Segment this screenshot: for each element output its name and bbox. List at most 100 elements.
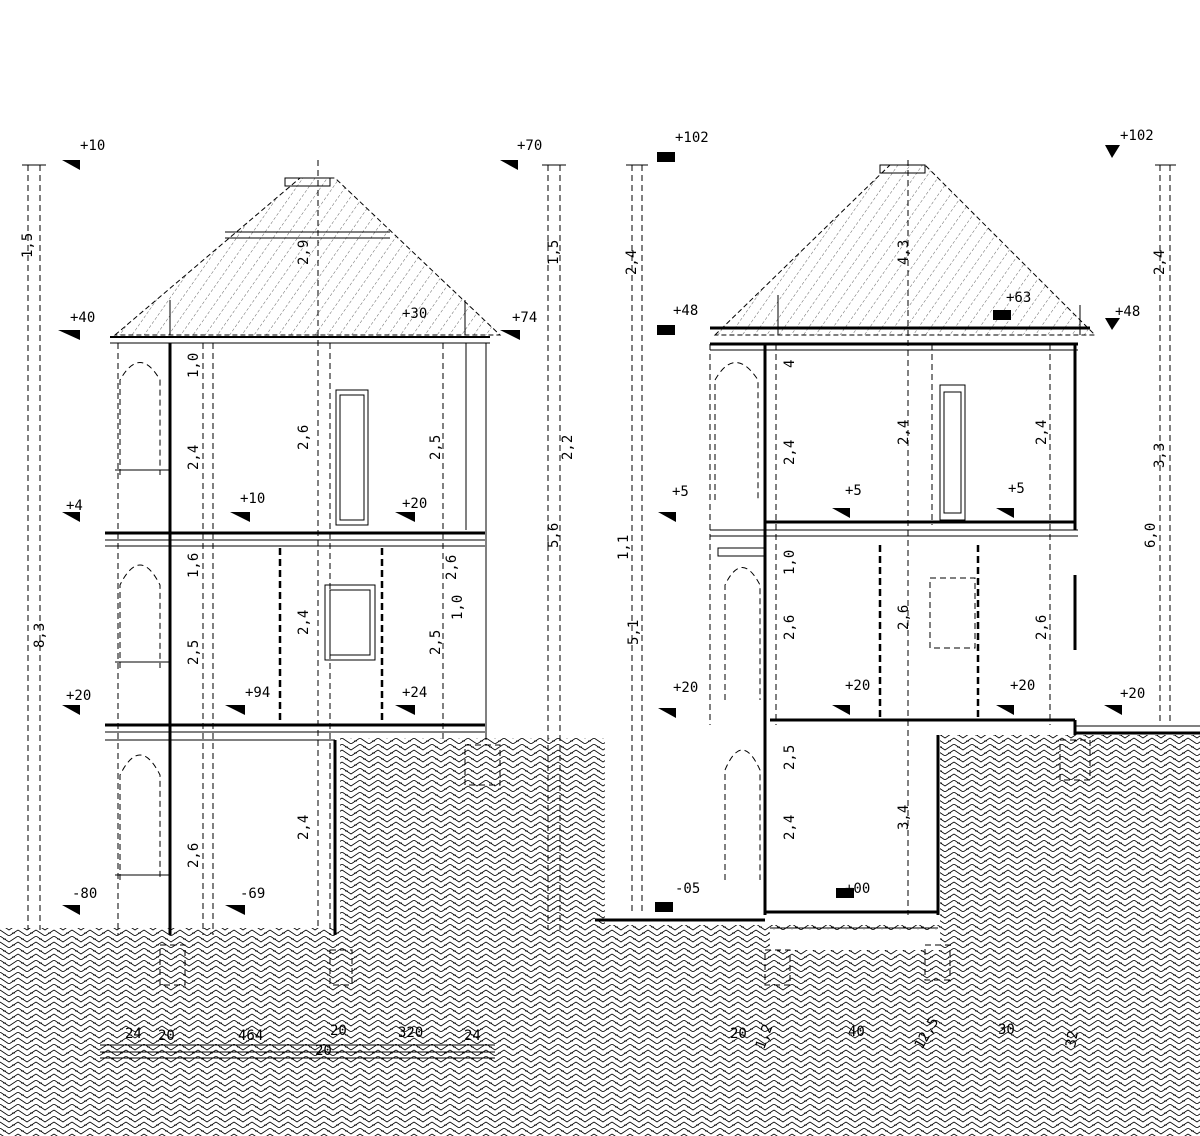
room-dim: 2,5 xyxy=(428,630,444,655)
room-dim: 4 xyxy=(782,360,798,368)
left-level-labels: +10 +70 +40 +30 +74 +4 +10 +20 +94 +24 +… xyxy=(66,138,542,902)
left-section xyxy=(22,160,566,1059)
room-dim: 1,0 xyxy=(782,550,798,575)
level-label: +30 xyxy=(402,306,427,322)
room-dim: 2,9 xyxy=(296,240,312,265)
right-arch-window-3 xyxy=(724,749,761,880)
bottom-dim: 24 xyxy=(125,1026,142,1042)
room-dim: 1,0 xyxy=(450,595,466,620)
room-dim: 4,3 xyxy=(896,240,912,265)
room-dim: 2,6 xyxy=(296,425,312,450)
left-cabinet-middle xyxy=(324,584,376,661)
dim-label: 3,3 xyxy=(1152,443,1168,468)
ground-hatching xyxy=(0,735,1200,1136)
dim-label: 1,5 xyxy=(20,233,36,258)
left-roof xyxy=(113,177,502,336)
earth-right-lower xyxy=(600,925,1200,1136)
dim-label: 8,3 xyxy=(32,623,48,648)
right-arch-window-1 xyxy=(714,362,759,500)
level-label: +20 xyxy=(402,496,427,512)
bottom-dim: 24 xyxy=(464,1028,481,1044)
level-markers xyxy=(58,145,1122,915)
level-label: +40 xyxy=(70,310,95,326)
level-label: +94 xyxy=(245,685,270,701)
dim-label: 6,0 xyxy=(1143,523,1159,548)
right-arch-window-2 xyxy=(724,567,761,700)
dim-label: 5,6 xyxy=(546,523,562,548)
left-arch-window-1 xyxy=(119,362,161,475)
dim-label: 1,1 xyxy=(616,535,632,560)
bottom-dim: 20 xyxy=(330,1023,347,1039)
level-label: +48 xyxy=(673,303,698,319)
level-label: +74 xyxy=(512,310,537,326)
level-label: +5 xyxy=(845,483,862,499)
dim-label: 2,6 xyxy=(444,555,460,580)
level-label: +70 xyxy=(517,138,542,154)
level-label: -05 xyxy=(675,881,700,897)
right-roof xyxy=(713,164,1097,336)
bottom-dim: 20 xyxy=(315,1043,332,1059)
level-label: +5 xyxy=(1008,481,1025,497)
left-cabinet-upper xyxy=(335,389,369,526)
room-dim: 2,4 xyxy=(782,815,798,840)
dim-label: 2,2 xyxy=(560,435,576,460)
level-label: +5 xyxy=(672,484,689,500)
right-cabinet-middle xyxy=(929,577,976,649)
dim-label: 2,4 xyxy=(624,250,640,275)
level-label: -80 xyxy=(72,886,97,902)
room-dim: 2,6 xyxy=(896,605,912,630)
level-label: +10 xyxy=(240,491,265,507)
room-dim: 2,6 xyxy=(186,843,202,868)
level-label: +20 xyxy=(1120,686,1145,702)
level-label: +20 xyxy=(1010,678,1035,694)
bottom-dim: 20 xyxy=(730,1026,747,1042)
level-label: +48 xyxy=(1115,304,1140,320)
level-label: +00 xyxy=(845,881,870,897)
left-arch-window-2 xyxy=(119,564,161,668)
earth-left-lower xyxy=(0,928,600,1136)
dim-label: 5,1 xyxy=(626,620,642,645)
level-label: +20 xyxy=(845,678,870,694)
left-dimension-labels: 1,5 8,3 1,0 1,6 2,2 2,6 5,6 1,5 2,9 2,4 … xyxy=(20,233,576,868)
level-label: +102 xyxy=(1120,128,1154,144)
earth-left-upper xyxy=(340,738,605,928)
room-dim: 2,6 xyxy=(782,615,798,640)
earth-right-mid xyxy=(770,930,940,950)
room-dim: 2,4 xyxy=(896,420,912,445)
room-dim: 2,5 xyxy=(428,435,444,460)
bottom-dim: 464 xyxy=(238,1028,263,1044)
left-bottom-dims: 24 20 464 20 320 24 20 xyxy=(125,1023,481,1059)
bottom-dim: 32 xyxy=(1063,1029,1082,1048)
earth-right-upper xyxy=(940,735,1200,925)
level-label: +102 xyxy=(675,130,709,146)
level-label: +20 xyxy=(66,688,91,704)
room-dim: 2,4 xyxy=(186,445,202,470)
room-dim: 2,4 xyxy=(296,815,312,840)
level-label: +20 xyxy=(673,680,698,696)
dim-label: 1,5 xyxy=(546,240,562,265)
room-dim: 2,5 xyxy=(186,640,202,665)
bottom-dim: 20 xyxy=(158,1028,175,1044)
level-label: +63 xyxy=(1006,290,1031,306)
right-section xyxy=(595,160,1200,986)
dim-label: 1,6 xyxy=(186,553,202,578)
left-arch-window-3 xyxy=(119,754,161,880)
right-level-labels: +102 +102 +48 +63 +48 +5 +5 +5 +20 +20 +… xyxy=(672,128,1154,897)
right-cabinet-upper xyxy=(939,384,966,521)
room-dim: 3,4 xyxy=(896,805,912,830)
room-dim: 2,6 xyxy=(1034,615,1050,640)
bottom-dim: 320 xyxy=(398,1025,423,1041)
bottom-dim: 30 xyxy=(998,1022,1015,1038)
bottom-dim: 40 xyxy=(848,1024,865,1040)
level-label: +24 xyxy=(402,685,427,701)
level-label: -69 xyxy=(240,886,265,902)
room-dim: 2,4 xyxy=(1034,420,1050,445)
room-dim: 2,4 xyxy=(296,610,312,635)
level-label: +4 xyxy=(66,498,83,514)
dim-label: 1,0 xyxy=(186,353,202,378)
dim-label: 2,4 xyxy=(1152,250,1168,275)
right-dimension-labels: 2,4 2,4 3,3 1,1 6,0 5,1 4 2,4 4,3 2,4 2,… xyxy=(616,240,1168,840)
room-dim: 2,4 xyxy=(782,440,798,465)
room-dim: 2,5 xyxy=(782,745,798,770)
